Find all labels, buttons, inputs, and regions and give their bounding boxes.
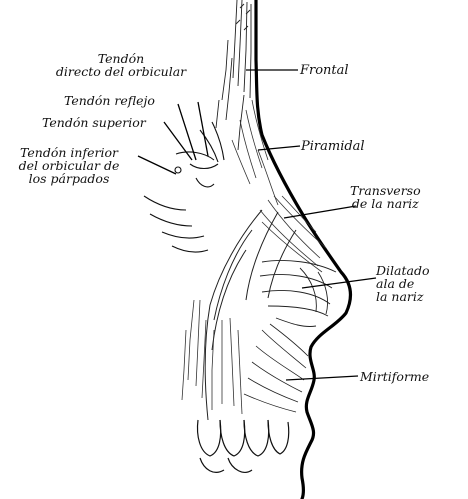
mirtiforme-muscle — [244, 324, 308, 412]
label-tendon-inferior-line3: los párpados — [2, 172, 136, 185]
leader-tendon-inferior — [138, 156, 176, 174]
label-mirtiforme: Mirtiforme — [360, 370, 429, 383]
leader-tendon-directo — [198, 102, 208, 156]
label-tendon-directo-line2: directo del orbicular — [38, 65, 204, 78]
label-frontal: Frontal — [300, 64, 349, 77]
dilatador-muscle — [260, 260, 336, 326]
label-dilatador: Dilatado ala de la nariz — [376, 264, 429, 303]
cheek-contour — [205, 210, 296, 420]
label-transverso-line2: de la nariz — [350, 197, 421, 210]
lower-face-fibers — [182, 300, 242, 414]
eye-region — [144, 122, 224, 252]
label-tendon-reflejo: Tendón reflejo — [64, 94, 155, 107]
label-tendon-superior: Tendón superior — [42, 116, 146, 129]
leader-transverso — [284, 206, 356, 218]
teeth — [198, 420, 289, 472]
label-transverso: Transverso de la nariz — [350, 184, 421, 210]
leader-lines — [138, 70, 376, 380]
label-tendon-directo: Tendón directo del orbicular — [38, 52, 204, 78]
leader-tendon-superior — [164, 122, 192, 160]
label-tendon-inferior: Tendón inferior del orbicular de los pár… — [2, 146, 136, 185]
label-piramidal: Piramidal — [301, 140, 365, 153]
leader-mirtiforme — [286, 376, 358, 380]
label-dilatador-line3: la nariz — [376, 290, 429, 303]
frontal-muscle — [216, 0, 251, 150]
